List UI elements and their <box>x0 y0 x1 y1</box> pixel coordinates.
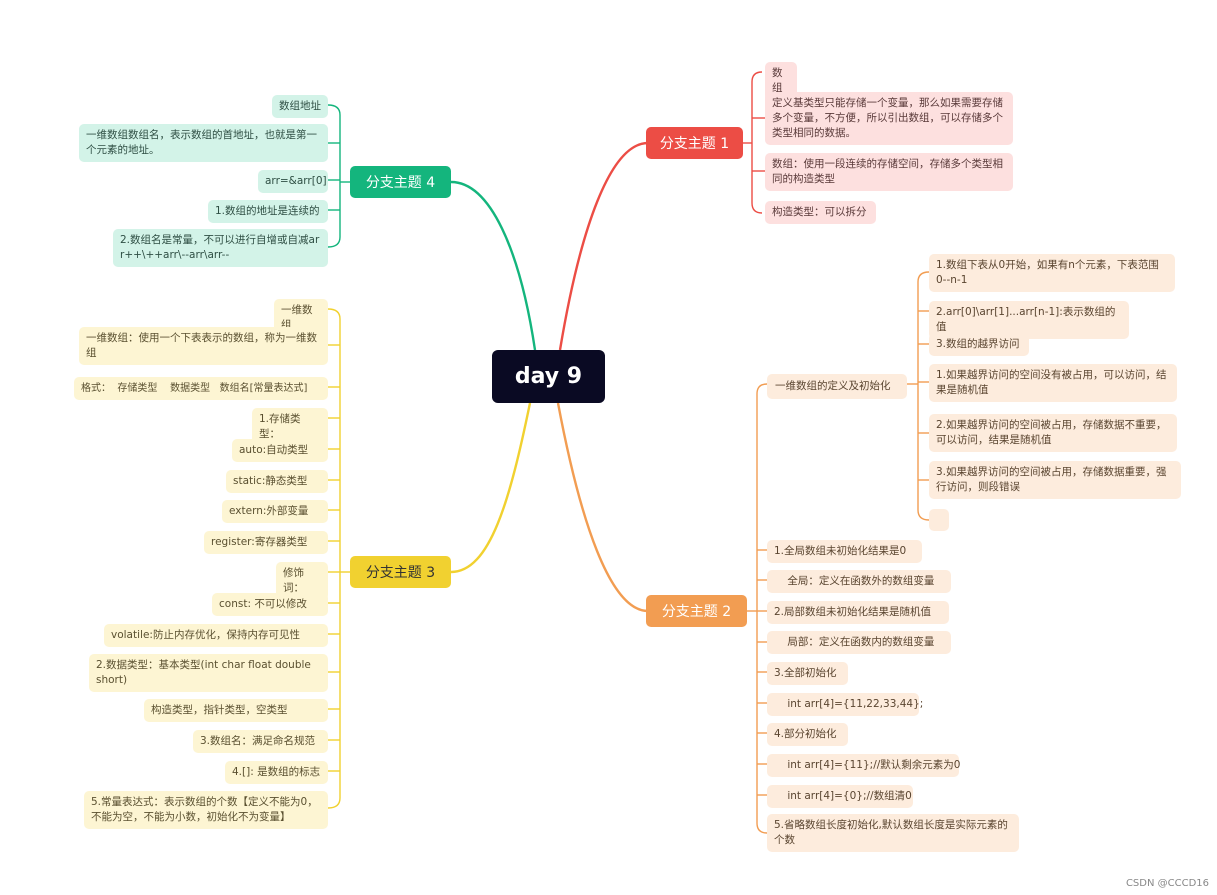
branch2-item[interactable]: 4.部分初始化 <box>767 723 848 746</box>
branch2-item[interactable]: int arr[4]={0};//数组清0 <box>767 785 913 808</box>
branch3-item[interactable]: 一维数组：使用一个下表表示的数组，称为一维数组 <box>79 327 328 365</box>
branch3-item[interactable]: static:静态类型 <box>226 470 328 493</box>
connector-center-branch2 <box>556 402 649 613</box>
branch2-item[interactable]: 5.省略数组长度初始化,默认数组长度是实际元素的个数 <box>767 814 1019 852</box>
branch2-item[interactable]: 局部：定义在函数内的数组变量 <box>767 631 951 654</box>
subtopic-item[interactable]: 3.如果越界访问的空间被占用，存储数据重要，强行访问，则段错误 <box>929 461 1181 499</box>
branch3-item[interactable]: extern:外部变量 <box>222 500 328 523</box>
branch4-topic[interactable]: 分支主题 4 <box>350 166 451 198</box>
connector-center-branch1 <box>558 141 649 351</box>
branch3-item[interactable]: auto:自动类型 <box>232 439 328 462</box>
branch3-item[interactable]: 5.常量表达式：表示数组的个数【定义不能为0，不能为空，不能为小数，初始化不为变… <box>84 791 328 829</box>
branch3-bracket <box>327 308 350 809</box>
branch3-item[interactable]: 2.数据类型：基本类型(int char float double short) <box>89 654 328 692</box>
branch2-item[interactable]: int arr[4]={11};//默认剩余元素为0 <box>767 754 960 777</box>
branch2-item[interactable]: 3.全部初始化 <box>767 662 848 685</box>
branch4-item[interactable]: arr=&arr[0] <box>258 170 328 193</box>
branch3-item[interactable]: register:寄存器类型 <box>204 531 328 554</box>
branch3-item[interactable]: const: 不可以修改 <box>212 593 328 616</box>
subtopic-item[interactable]: 2.arr[0]\arr[1]...arr[n-1]:表示数组的值 <box>929 301 1129 339</box>
branch3-item[interactable]: volatile:防止内存优化，保持内存可见性 <box>104 624 328 647</box>
branch3-topic[interactable]: 分支主题 3 <box>350 556 451 588</box>
watermark: CSDN @CCCD16 <box>1125 878 1209 889</box>
subtopic-item[interactable]: 1.数组下表从0开始，如果有n个元素，下表范围0--n-1 <box>929 254 1175 292</box>
branch4-item[interactable]: 一维数组数组名，表示数组的首地址，也就是第一个元素的地址。 <box>79 124 328 162</box>
branch4-item[interactable]: 数组地址 <box>272 95 328 118</box>
branch4-item[interactable]: 2.数组名是常量，不可以进行自增或自减arr++\++arr\--arr\arr… <box>113 229 328 267</box>
central-topic[interactable]: day 9 <box>492 350 605 403</box>
branch3-item[interactable]: 3.数组名：满足命名规范 <box>193 730 328 753</box>
branch1-topic[interactable]: 分支主题 1 <box>646 127 743 159</box>
subtopic-item[interactable]: 2.如果越界访问的空间被占用，存储数据不重要，可以访问，结果是随机值 <box>929 414 1177 452</box>
branch4-bracket <box>327 104 350 248</box>
branch2-topic[interactable]: 分支主题 2 <box>646 595 747 627</box>
branch1-bracket <box>743 71 765 214</box>
connector-center-branch4 <box>450 180 537 351</box>
branch3-item[interactable]: 格式： 存储类型 数据类型 数组名[常量表达式] <box>74 377 328 400</box>
sub-bracket <box>907 271 930 521</box>
subtopic-item[interactable]: 1.如果越界访问的空间没有被占用，可以访问，结果是随机值 <box>929 364 1177 402</box>
branch2-subtopic[interactable]: 一维数组的定义及初始化 <box>767 374 907 399</box>
branch2-item[interactable]: 全局：定义在函数外的数组变量 <box>767 570 951 593</box>
branch4-item[interactable]: 1.数组的地址是连续的 <box>208 200 328 223</box>
branch2-bracket <box>747 383 768 834</box>
subtopic-item[interactable]: 3.数组的越界访问 <box>929 333 1029 356</box>
subtopic-item-empty[interactable] <box>929 509 949 531</box>
branch1-item[interactable]: 数组：使用一段连续的存储空间，存储多个类型相同的构造类型 <box>765 153 1013 191</box>
connector-center-branch3 <box>450 402 532 574</box>
branch1-item[interactable]: 构造类型：可以拆分 <box>765 201 876 224</box>
branch3-item[interactable]: 构造类型，指针类型，空类型 <box>144 699 328 722</box>
branch2-item[interactable]: 2.局部数组未初始化结果是随机值 <box>767 601 949 624</box>
branch3-item[interactable]: 4.[]: 是数组的标志 <box>225 761 328 784</box>
branch1-item[interactable]: 定义基类型只能存储一个变量，那么如果需要存储多个变量，不方便，所以引出数组，可以… <box>765 92 1013 145</box>
branch2-item[interactable]: 1.全局数组未初始化结果是0 <box>767 540 922 563</box>
branch2-item[interactable]: int arr[4]={11,22,33,44}; <box>767 693 923 716</box>
